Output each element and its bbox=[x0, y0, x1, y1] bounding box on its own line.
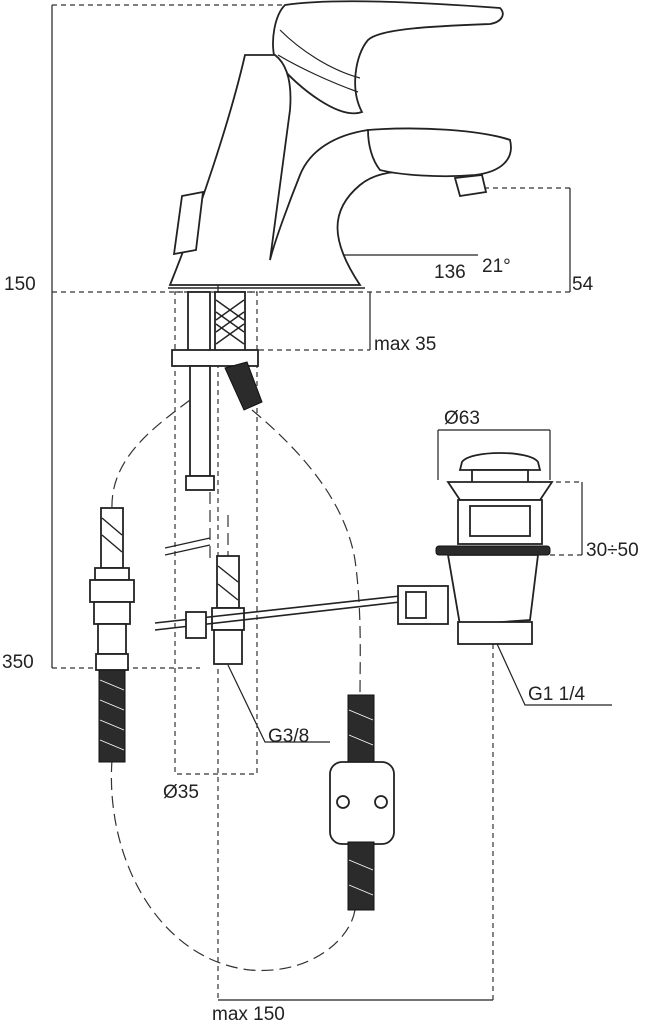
label-max-thickness: max 35 bbox=[374, 334, 436, 355]
label-rod-length: max 150 bbox=[212, 1004, 285, 1024]
label-waste-diameter: Ø63 bbox=[444, 408, 480, 429]
label-spout-reach: 136 bbox=[434, 262, 466, 283]
popup-waste bbox=[397, 452, 554, 645]
label-hole-diameter: Ø35 bbox=[163, 782, 199, 803]
label-waste-thread: G1 1/4 bbox=[528, 684, 585, 705]
hose-coupler bbox=[329, 694, 395, 911]
label-height-total: 150 bbox=[4, 274, 36, 295]
label-spout-height: 54 bbox=[572, 274, 594, 295]
label-waste-height: 30÷50 bbox=[586, 540, 639, 561]
label-spout-angle: 21° bbox=[482, 256, 511, 277]
label-hose-thread: G3/8 bbox=[268, 726, 309, 747]
flex-hoses bbox=[110, 399, 361, 972]
left-hose-assembly bbox=[89, 507, 135, 763]
right-hose-connector bbox=[154, 537, 401, 665]
dimension-labels: 150 136 21° 54 max 35 Ø63 30÷50 350 G1 1… bbox=[2, 256, 639, 1024]
faucet-body bbox=[168, 0, 512, 289]
mounting-stud bbox=[171, 291, 263, 491]
label-hose-length: 350 bbox=[2, 652, 34, 673]
